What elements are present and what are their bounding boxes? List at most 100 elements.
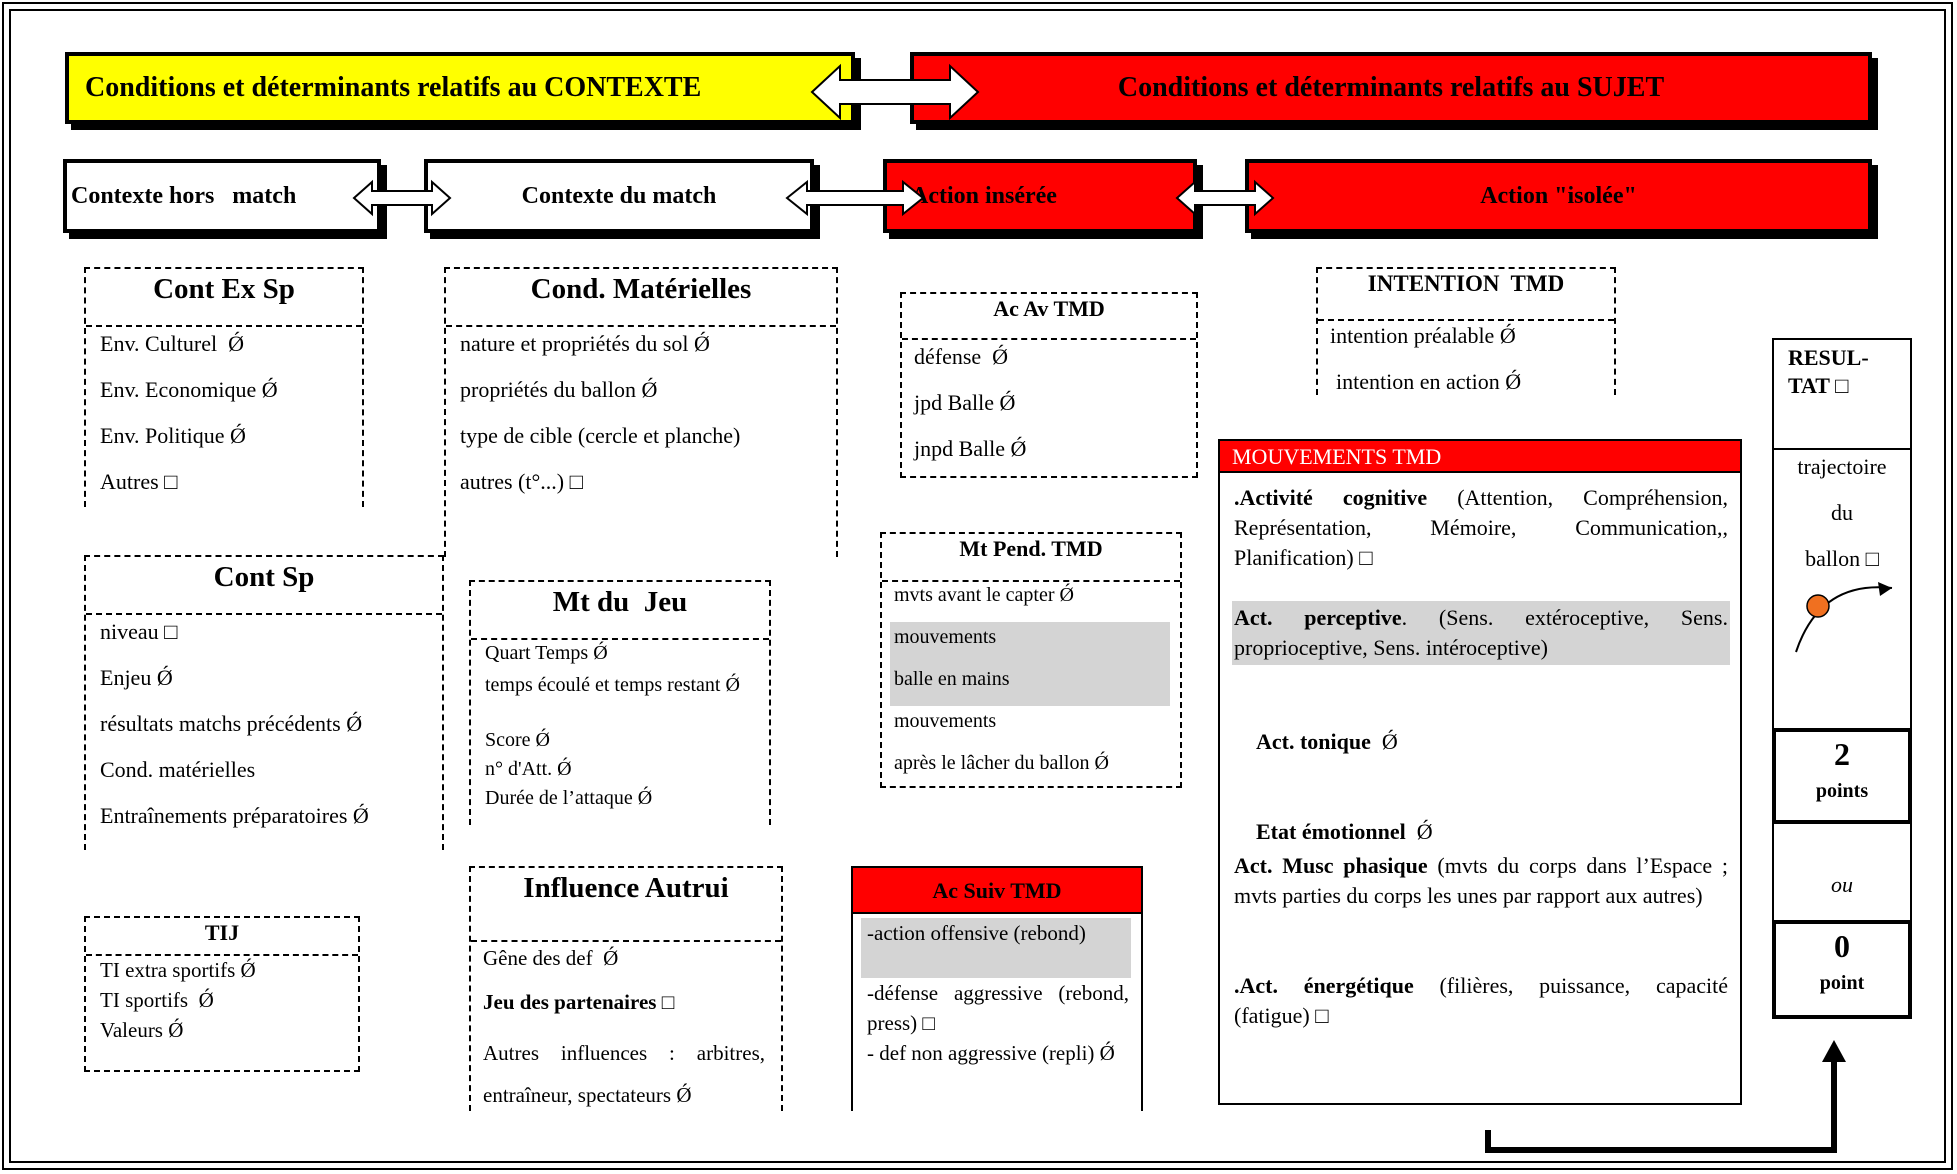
- zero-point-box: 0 point: [1772, 920, 1912, 1019]
- influence-autrui-item: Autres influences : arbitres, entraîneur…: [483, 1041, 765, 1107]
- activite-cognitive: .Activité cognitive (Attention, Compréhe…: [1234, 483, 1728, 573]
- intention-tmd-title: INTENTION TMD: [1367, 271, 1565, 296]
- cont-ex-sp-item: Env. Economique Ǿ: [100, 377, 278, 402]
- cont-ex-sp-item: Autres □: [100, 469, 178, 494]
- cont-ex-sp-title: Cont Ex Sp: [153, 273, 295, 305]
- ac-av-tmd-title: Ac Av TMD: [993, 296, 1105, 321]
- mt-pend-tmd-highlight: [890, 622, 1170, 706]
- box-intention-tmd: INTENTION TMD intention préalable Ǿ inte…: [1316, 267, 1616, 395]
- action-isolee-label: Action "isolée": [1480, 182, 1637, 209]
- intention-tmd-item: intention préalable Ǿ: [1330, 323, 1516, 348]
- cont-sp-item: Entraînements préparatoires Ǿ: [100, 803, 369, 828]
- act-energetique: .Act. énergétique (filières, puissance, …: [1234, 971, 1728, 1031]
- traj-line-1: trajectoire: [1797, 454, 1887, 479]
- ac-suiv-tmd-item: - def non aggressive (repli) Ǿ: [867, 1041, 1115, 1065]
- tij-item: Valeurs Ǿ: [100, 1018, 184, 1042]
- etat-emotionnel-label: Etat émotionnel: [1256, 819, 1406, 844]
- ac-suiv-tmd-item: -action offensive (rebond): [867, 921, 1086, 945]
- act-musc-text: (mvts du corps dans l’Espace ; mvts part…: [1234, 853, 1728, 908]
- act-perceptive: Act. perceptive. (Sens. extéroceptive, S…: [1234, 603, 1728, 663]
- etat-emotionnel: Etat émotionnel Ǿ: [1234, 787, 1433, 877]
- act-tonique: Act. tonique Ǿ: [1234, 697, 1398, 787]
- cont-sp-item: Cond. matérielles: [100, 757, 256, 782]
- mt-pend-tmd-item: mvts avant le capter Ǿ: [894, 584, 1074, 606]
- box-tij: TIJ TI extra sportifs Ǿ TI sportifs Ǿ Va…: [84, 916, 360, 1072]
- du-match-label: Contexte du match: [521, 182, 717, 209]
- tij-item: TI sportifs Ǿ: [100, 988, 214, 1012]
- box-influence-autrui: Influence Autrui Gêne des def Ǿ Jeu des …: [469, 866, 783, 1111]
- activite-cognitive-label: .Activité cognitive: [1234, 485, 1428, 510]
- act-perceptive-label: Act. perceptive: [1234, 605, 1402, 630]
- resultat-title-1: RESUL-: [1788, 345, 1869, 370]
- mt-pend-tmd-item: mouvements: [894, 626, 997, 648]
- ac-suiv-tmd-item: -défense aggressive (rebond, press) □: [867, 981, 1129, 1035]
- double-arrow-3-icon: [1175, 179, 1275, 217]
- mt-du-jeu-title: Mt du Jeu: [552, 586, 688, 618]
- activite-cognitive-text: (Attention, Compréhension, Représentatio…: [1234, 485, 1728, 570]
- act-tonique-text: Ǿ: [1370, 729, 1398, 754]
- double-arrow-1-icon: [352, 179, 452, 217]
- ball-trajectory-icon: [1795, 582, 1893, 653]
- mt-du-jeu-item: Durée de l’attaque Ǿ: [485, 787, 653, 809]
- act-musc-label: Act. Musc phasique: [1234, 853, 1428, 878]
- box-cond-materielles: Cond. Matérielles nature et propriétés d…: [444, 267, 838, 557]
- mouvements-tmd-title: MOUVEMENTS TMD: [1220, 441, 1740, 473]
- two-points-label: points: [1815, 780, 1869, 802]
- double-arrow-top-icon: [810, 63, 980, 121]
- ac-suiv-tmd-title: Ac Suiv TMD: [853, 868, 1141, 914]
- box-ac-suiv-tmd: Ac Suiv TMD -action offensive (rebond) -…: [851, 866, 1143, 1111]
- partenaires-label: Jeu des partenaires: [483, 990, 657, 1014]
- act-energetique-label: .Act. énergétique: [1234, 973, 1414, 998]
- box-cont-sp: Cont Sp niveau □ Enjeu Ǿ résultats match…: [84, 555, 444, 850]
- action-inseree-label: Action insérée: [911, 182, 1057, 209]
- mt-pend-tmd-item: après le lâcher du ballon Ǿ: [894, 752, 1109, 774]
- cond-materielles-item: nature et propriétés du sol Ǿ: [460, 331, 710, 356]
- box-du-match: Contexte du match: [424, 159, 814, 233]
- box-action-isolee: Action "isolée": [1245, 159, 1872, 233]
- header-contexte-label: Conditions et déterminants relatifs au C…: [85, 72, 702, 103]
- cont-sp-item: Enjeu Ǿ: [100, 665, 173, 690]
- two-points-number: 2: [1834, 736, 1850, 772]
- ac-suiv-highlight: [861, 918, 1131, 978]
- cont-sp-item: niveau □: [100, 619, 178, 644]
- mt-du-jeu-item: Score Ǿ: [485, 729, 550, 751]
- influence-autrui-item: Gêne des def Ǿ: [483, 946, 619, 970]
- act-perceptive-text: . (Sens. extéroceptive, Sens. propriocep…: [1234, 605, 1728, 660]
- box-mt-pend-tmd: Mt Pend. TMD mvts avant le capter Ǿ mouv…: [880, 532, 1182, 788]
- header-sujet: Conditions et déterminants relatifs au S…: [910, 52, 1872, 124]
- cond-materielles-title: Cond. Matérielles: [530, 273, 752, 305]
- hors-match-label: Contexte hors match: [71, 182, 297, 209]
- cont-ex-sp-item: Env. Politique Ǿ: [100, 423, 246, 448]
- resultat-title: RESUL- TAT □: [1788, 344, 1869, 400]
- tij-item: TI extra sportifs Ǿ: [100, 958, 256, 982]
- mt-pend-tmd-item: mouvements: [894, 710, 997, 732]
- act-energetique-text: (filières, puissance, capacité (fatigue)…: [1234, 973, 1728, 1028]
- tij-title: TIJ: [204, 920, 240, 945]
- ac-av-tmd-item: jnpd Balle Ǿ: [914, 436, 1027, 461]
- mt-du-jeu-item: temps écoulé et temps restant Ǿ: [485, 674, 740, 696]
- act-musc-phasique: Act. Musc phasique (mvts du corps dans l…: [1234, 851, 1728, 911]
- ac-av-tmd-item: jpd Balle Ǿ: [914, 390, 1016, 415]
- mt-du-jeu-item: n° d'Att. Ǿ: [485, 758, 572, 780]
- zero-point-label: point: [1819, 972, 1865, 994]
- double-arrow-2-icon: [785, 179, 925, 217]
- act-perceptive-highlight: [1232, 601, 1730, 665]
- box-mt-du-jeu: Mt du Jeu Quart Temps Ǿ temps écoulé et …: [469, 580, 771, 825]
- two-points-box: 2 points: [1772, 728, 1912, 824]
- zero-point-number: 0: [1834, 928, 1850, 964]
- act-tonique-label: Act. tonique: [1256, 729, 1371, 754]
- traj-line-2: du: [1831, 500, 1853, 525]
- box-ac-av-tmd: Ac Av TMD défense Ǿ jpd Balle Ǿ jnpd Bal…: [900, 292, 1198, 478]
- box-mouvements-tmd: MOUVEMENTS TMD .Activité cognitive (Atte…: [1218, 439, 1742, 1105]
- box-action-inseree: Action insérée: [883, 159, 1197, 233]
- box-hors-match: Contexte hors match: [63, 159, 381, 233]
- intention-tmd-item: intention en action Ǿ: [1336, 369, 1522, 394]
- traj-line-3: ballon □: [1805, 546, 1879, 571]
- cont-sp-title: Cont Sp: [213, 561, 315, 593]
- ac-av-tmd-item: défense Ǿ: [914, 344, 1009, 369]
- header-contexte: Conditions et déterminants relatifs au C…: [65, 52, 855, 124]
- partenaires-mark: □: [656, 990, 675, 1014]
- inner-frame: [9, 9, 1946, 1163]
- influence-autrui-item: Jeu des partenaires □: [483, 990, 674, 1015]
